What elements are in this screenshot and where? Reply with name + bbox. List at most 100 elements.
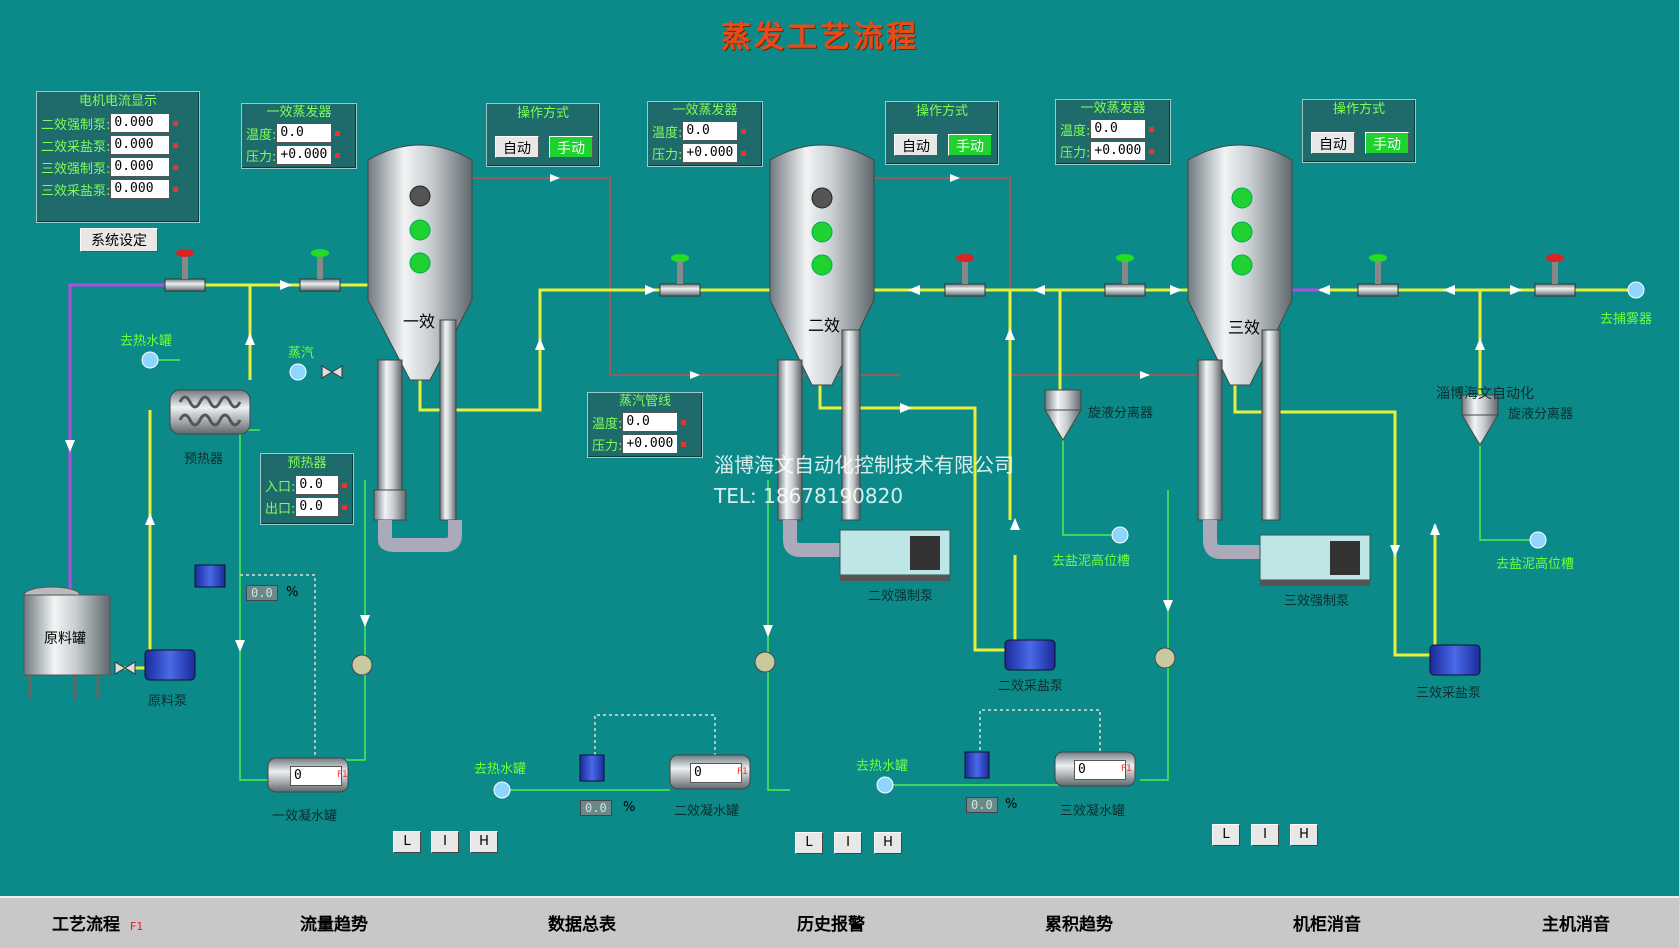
status-dot bbox=[173, 142, 179, 148]
temp-label: 温度: bbox=[1060, 123, 1091, 139]
evap2-press-value: +0.000 bbox=[682, 143, 739, 163]
nav-host-mute[interactable]: 主机消音 bbox=[1542, 906, 1610, 938]
steam-press-row: 压力:+0.000 bbox=[588, 433, 702, 455]
nav-process-flow[interactable]: 工艺流程 bbox=[52, 906, 120, 938]
bottom-nav-bar: 工艺流程 F1 流量趋势 数据总表 历史报警 累积趋势 机柜消音 主机消音 bbox=[0, 896, 1679, 948]
valve-1-percent: 0.0 bbox=[246, 585, 278, 601]
evap2-panel: 一效蒸发器 温度:0.0 压力:+0.000 bbox=[647, 101, 763, 167]
evap2-press-row: 压力:+0.000 bbox=[648, 142, 762, 164]
cond-tank-1-value: 0 bbox=[290, 766, 342, 786]
level-mid-button[interactable]: I bbox=[431, 831, 459, 853]
steam-line-panel: 蒸汽管线 温度:0.0 压力:+0.000 bbox=[587, 392, 703, 458]
motor-row-value: 0.000 bbox=[110, 113, 171, 133]
motor-row: 二效采盐泵:0.000 bbox=[37, 134, 199, 156]
mode-title: 操作方式 bbox=[1332, 102, 1385, 117]
evap3-manual-button[interactable]: 手动 bbox=[1365, 132, 1409, 154]
status-dot bbox=[173, 164, 179, 170]
out-label: 出口: bbox=[265, 501, 296, 517]
status-dot bbox=[681, 419, 687, 425]
salt-pump-3-label: 三效采盐泵 bbox=[1416, 686, 1482, 701]
nav-cabinet-mute[interactable]: 机柜消音 bbox=[1293, 906, 1361, 938]
valve-2-percent: 0.0 bbox=[580, 800, 612, 816]
steam-press-value: +0.000 bbox=[622, 434, 679, 454]
preheater-in-row: 入口:0.0 bbox=[261, 474, 353, 496]
evap1-panel: 一效蒸发器 温度:0.0 压力:+0.000 bbox=[241, 103, 357, 169]
nav-fx-tag: F1 bbox=[130, 920, 144, 933]
evap1-panel-title: 一效蒸发器 bbox=[266, 105, 332, 120]
motor-current-panel: 电机电流显示 二效强制泵:0.000 二效采盐泵:0.000 三效强制泵:0.0… bbox=[36, 91, 200, 223]
system-settings-button[interactable]: 系统设定 bbox=[80, 228, 158, 252]
cond-tank-2-label: 二效凝水罐 bbox=[674, 804, 740, 819]
evap3-auto-button[interactable]: 自动 bbox=[1311, 132, 1355, 154]
evap1-auto-button[interactable]: 自动 bbox=[495, 136, 539, 158]
status-dot bbox=[173, 120, 179, 126]
vessel-1-label: 一效 bbox=[403, 312, 436, 331]
evap2-temp-value: 0.0 bbox=[682, 121, 739, 141]
endpoints bbox=[141, 281, 1645, 799]
press-label: 压力: bbox=[1060, 145, 1091, 161]
level-mid-button[interactable]: I bbox=[1251, 824, 1279, 846]
pct-sign: % bbox=[623, 800, 636, 815]
nav-flow-trend[interactable]: 流量趋势 bbox=[300, 906, 368, 938]
cyclone-1-label: 旋液分离器 bbox=[1088, 406, 1154, 421]
motor-row-label: 三效采盐泵: bbox=[41, 183, 111, 199]
preheater-out-value: 0.0 bbox=[295, 497, 340, 517]
preheater-in-value: 0.0 bbox=[295, 475, 340, 495]
level-high-button[interactable]: H bbox=[1290, 824, 1318, 846]
evap1-temp-value: 0.0 bbox=[276, 123, 333, 143]
level-mid-button[interactable]: I bbox=[834, 832, 862, 854]
evap2-auto-button[interactable]: 自动 bbox=[894, 134, 938, 156]
mode-title: 操作方式 bbox=[915, 104, 968, 119]
preheater-equipment bbox=[169, 389, 251, 435]
nav-cumulative-trend[interactable]: 累积趋势 bbox=[1045, 906, 1113, 938]
evaporator-1 bbox=[367, 144, 473, 552]
status-dot bbox=[741, 150, 747, 156]
fx-tag: F1 bbox=[737, 767, 748, 777]
motor-panel-title: 电机电流显示 bbox=[78, 94, 157, 109]
flow-arrows bbox=[65, 280, 1522, 652]
level-low-button[interactable]: L bbox=[393, 831, 421, 853]
level-low-button[interactable]: L bbox=[795, 832, 823, 854]
status-dot bbox=[335, 130, 341, 136]
steam-temp-row: 温度:0.0 bbox=[588, 411, 702, 433]
to-mud-tank-label-1: 去盐泥高位槽 bbox=[1052, 554, 1131, 569]
fx-tag: F1 bbox=[337, 770, 348, 780]
status-dot bbox=[1149, 148, 1155, 154]
blue-pumps bbox=[144, 564, 1481, 782]
motor-row-value: 0.000 bbox=[110, 157, 171, 177]
motor-row-label: 二效强制泵: bbox=[41, 117, 111, 133]
temp-label: 温度: bbox=[592, 416, 623, 432]
status-dot bbox=[741, 128, 747, 134]
level-high-button[interactable]: H bbox=[874, 832, 902, 854]
cond-tank-3-label: 三效凝水罐 bbox=[1060, 804, 1126, 819]
evap2-manual-button[interactable]: 手动 bbox=[948, 134, 992, 156]
press-label: 压力: bbox=[652, 147, 683, 163]
steam-temp-value: 0.0 bbox=[622, 412, 679, 432]
temp-label: 温度: bbox=[652, 125, 683, 141]
motor-row-value: 0.000 bbox=[110, 179, 171, 199]
steam-arrows bbox=[550, 174, 1150, 379]
preheater-panel: 预热器 入口:0.0 出口:0.0 bbox=[260, 453, 354, 525]
evap3-temp-value: 0.0 bbox=[1090, 119, 1147, 139]
signal-lines-dashed bbox=[240, 574, 1101, 765]
level-low-button[interactable]: L bbox=[1212, 824, 1240, 846]
pct-sign: % bbox=[286, 585, 299, 600]
level-high-button[interactable]: H bbox=[470, 831, 498, 853]
motor-row: 三效强制泵:0.000 bbox=[37, 156, 199, 178]
steam-panel-title: 蒸汽管线 bbox=[618, 394, 671, 409]
forced-pump-2 bbox=[839, 529, 951, 581]
raw-tank-equipment bbox=[23, 586, 111, 700]
steam-lines bbox=[470, 177, 1200, 376]
nav-data-table[interactable]: 数据总表 bbox=[548, 906, 616, 938]
status-dot bbox=[342, 504, 348, 510]
status-dot bbox=[681, 441, 687, 447]
evap3-panel-title: 一效蒸发器 bbox=[1080, 101, 1146, 116]
motor-row-label: 二效采盐泵: bbox=[41, 139, 111, 155]
to-mud-tank-label-2: 去盐泥高位槽 bbox=[1496, 557, 1575, 572]
forced-pump-2-label: 二效强制泵 bbox=[868, 589, 934, 604]
evap2-temp-row: 温度:0.0 bbox=[648, 120, 762, 142]
watermark-company: 淄博海文自动化控制技术有限公司 bbox=[714, 453, 1014, 477]
evap1-manual-button[interactable]: 手动 bbox=[549, 136, 593, 158]
evap3-press-value: +0.000 bbox=[1090, 141, 1147, 161]
nav-history-alarm[interactable]: 历史报警 bbox=[797, 906, 865, 938]
